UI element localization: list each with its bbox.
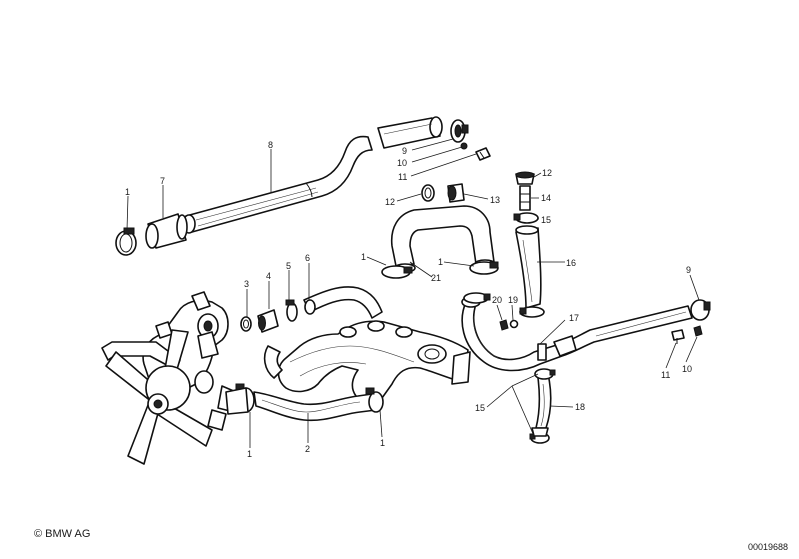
part-16-vertical-hose — [515, 225, 542, 309]
part-1-hose-clamp-left — [115, 227, 137, 256]
part-8-long-hose — [182, 135, 373, 234]
label-13: 13 — [490, 195, 500, 205]
part-18-short-hose — [535, 373, 552, 429]
part-17-pipe-end-clamp — [463, 292, 491, 304]
label-19: 19 — [508, 295, 518, 305]
part-11-bolt-top — [475, 147, 491, 161]
part-15-clamp-lower — [529, 427, 550, 444]
part-5-clamp — [285, 299, 298, 322]
part-11-bolt-right — [671, 329, 685, 344]
part-8-upper-hose-section — [377, 116, 443, 149]
label-1-lower-right: 1 — [380, 438, 385, 448]
label-12-center: 12 — [385, 197, 395, 207]
label-1-hose21-right: 1 — [438, 257, 443, 267]
part-3-ring — [240, 316, 252, 332]
part-10-washer-top — [460, 142, 468, 150]
part-1-clamp-21-right — [469, 261, 499, 275]
part-4-fitting — [257, 309, 279, 333]
part-17-pipe — [461, 296, 693, 372]
label-1-hose21-left: 1 — [361, 252, 366, 262]
part-number-labels: 1 7 8 9 10 11 12 13 12 14 15 16 1 21 1 3… — [125, 140, 692, 459]
part-9-hose-clamp-top — [450, 119, 469, 143]
label-17: 17 — [569, 313, 579, 323]
label-15-bottom: 15 — [475, 403, 485, 413]
part-19-washer — [509, 319, 519, 329]
label-5: 5 — [286, 261, 291, 271]
part-7-hose-sleeve — [145, 213, 188, 249]
part-1-clamp-lower-right — [365, 387, 384, 413]
label-20: 20 — [492, 295, 502, 305]
part-14-valve — [519, 185, 531, 211]
part-1-clamp-lower-left — [225, 383, 255, 415]
label-11-right: 11 — [661, 370, 670, 380]
label-14: 14 — [541, 193, 551, 203]
label-1-top-left: 1 — [125, 187, 130, 197]
part-12-ring-center — [421, 184, 435, 202]
label-10-top: 10 — [397, 158, 407, 168]
label-18: 18 — [575, 402, 585, 412]
part-6-hose — [303, 286, 383, 319]
label-2: 2 — [305, 444, 310, 454]
part-15-clamp-upper — [534, 368, 556, 380]
label-10-right: 10 — [682, 364, 692, 374]
part-10-washer-right — [693, 325, 703, 337]
label-1-lower-left: 1 — [247, 449, 252, 459]
label-8: 8 — [268, 140, 273, 150]
label-9-top: 9 — [402, 146, 407, 156]
label-21: 21 — [431, 273, 441, 283]
part-1-clamp-21-left — [381, 265, 413, 279]
label-6: 6 — [305, 253, 310, 263]
label-16: 16 — [566, 258, 576, 268]
diagram-number: 00019688 — [747, 542, 788, 552]
part-16-lower-clamp — [519, 306, 545, 318]
part-13-connector-center — [447, 183, 465, 203]
leader-lines — [126, 138, 700, 448]
copyright-text: © BMW AG — [34, 528, 91, 540]
label-12-right: 12 — [542, 168, 552, 178]
label-7: 7 — [160, 176, 165, 186]
label-11-top: 11 — [398, 172, 407, 182]
part-9-clamp-right — [690, 299, 711, 321]
label-4: 4 — [266, 271, 271, 281]
part-15-clamp-right-top — [513, 212, 539, 224]
part-12-cap-right — [515, 171, 535, 185]
part-2-lower-hose — [253, 391, 377, 422]
part-20-small-screw — [499, 319, 509, 331]
label-3: 3 — [244, 279, 249, 289]
fan-blades — [105, 329, 213, 465]
label-9-right: 9 — [686, 265, 691, 275]
label-15-top: 15 — [541, 215, 551, 225]
